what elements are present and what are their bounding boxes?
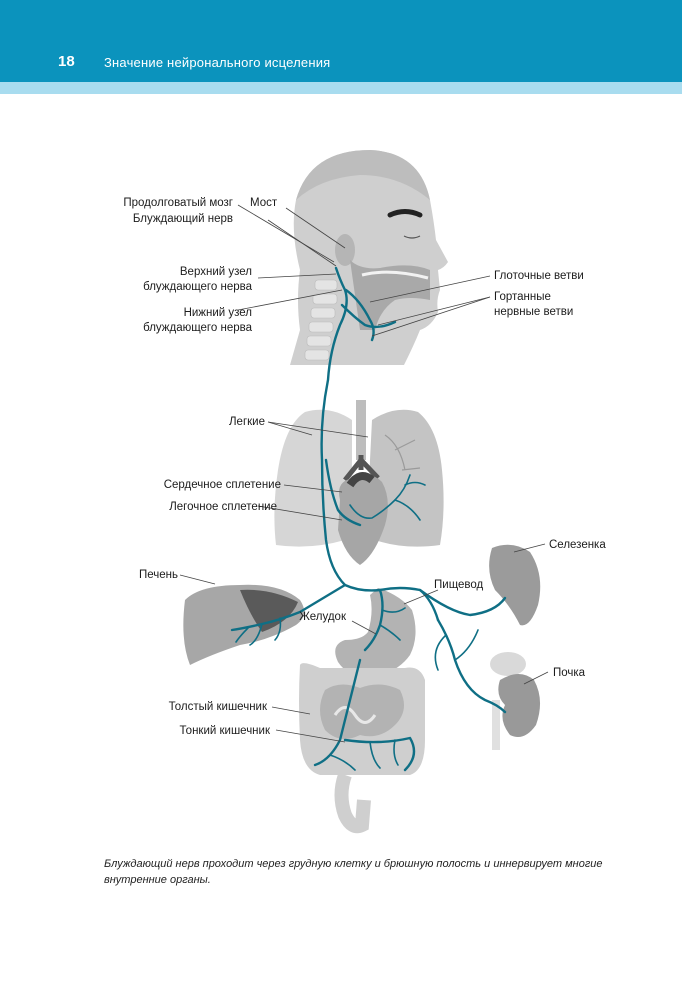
kidney-illustration bbox=[490, 652, 541, 750]
label-lungs: Легкие bbox=[229, 416, 265, 428]
label-pulmonary-plexus: Легочное сплетение bbox=[169, 501, 277, 513]
page-header bbox=[0, 0, 682, 82]
figure-caption: Блуждающий нерв проходит через грудную к… bbox=[104, 858, 603, 886]
label-pons: Мост bbox=[250, 197, 278, 209]
label-small-intestine: Тонкий кишечник bbox=[180, 725, 271, 737]
label-superior-ganglion-1: Верхний узел bbox=[180, 266, 252, 278]
label-inferior-ganglion-1: Нижний узел bbox=[184, 307, 252, 319]
label-inferior-ganglion-2: блуждающего нерва bbox=[143, 322, 252, 334]
lungs-illustration bbox=[274, 400, 444, 565]
label-cardiac-plexus: Сердечное сплетение bbox=[164, 479, 281, 491]
label-vagus-nerve: Блуждающий нерв bbox=[133, 213, 233, 225]
vagus-nerve-path bbox=[230, 266, 507, 772]
intestines-illustration bbox=[299, 663, 425, 834]
liver-shadow bbox=[240, 589, 298, 632]
label-laryngeal-1: Гортанные bbox=[494, 291, 551, 303]
label-stomach: Желудок bbox=[299, 611, 347, 623]
label-superior-ganglion-2: блуждающего нерва bbox=[143, 281, 252, 293]
label-pharyngeal-branches: Глоточные ветви bbox=[494, 270, 584, 282]
header-stripe bbox=[0, 82, 682, 94]
spleen-illustration bbox=[489, 544, 541, 626]
page-number: 18 bbox=[58, 53, 75, 70]
label-kidney: Почка bbox=[553, 667, 586, 679]
leader-lines bbox=[179, 204, 549, 743]
stomach-illustration bbox=[335, 588, 416, 677]
label-laryngeal-2: нервные ветви bbox=[494, 306, 573, 318]
head-illustration bbox=[290, 150, 448, 365]
label-esophagus: Пищевод bbox=[434, 579, 484, 591]
chapter-title: Значение нейронального исцеления bbox=[104, 55, 331, 70]
diagram-labels: Продолговатый мозг Блуждающий нерв Мост … bbox=[123, 197, 606, 737]
label-medulla: Продолговатый мозг bbox=[123, 197, 233, 209]
label-spleen: Селезенка bbox=[549, 539, 606, 551]
label-large-intestine: Толстый кишечник bbox=[169, 701, 268, 713]
label-liver: Печень bbox=[139, 569, 178, 581]
